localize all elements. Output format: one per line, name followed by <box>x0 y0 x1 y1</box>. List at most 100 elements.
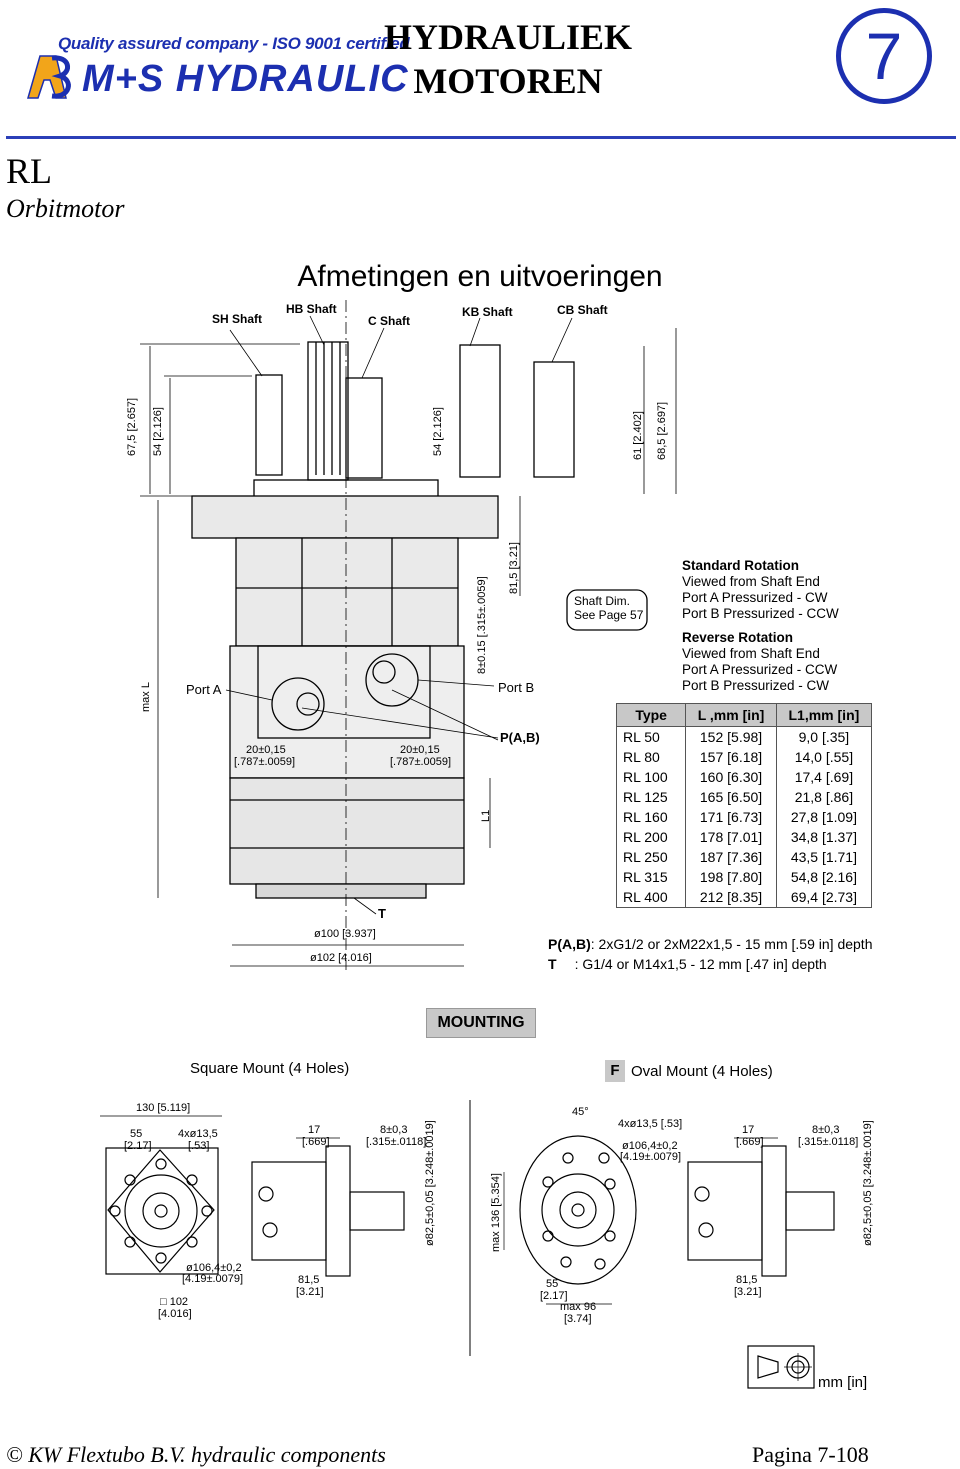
sq-dim-106-4-in: [4.19±.0079] <box>182 1273 244 1285</box>
ov-dim-max-96: max 96 <box>560 1301 597 1313</box>
sq-dim-81-5-in: [3.21] <box>296 1286 324 1298</box>
dim-20-left-in: [.787±.0059] <box>234 756 296 768</box>
cell-type: RL 80 <box>615 747 687 767</box>
mounting-heading: MOUNTING <box>426 1008 536 1038</box>
shaft-dim-note-line1: Shaft Dim. <box>574 594 631 608</box>
ov-dim-17: 17 <box>742 1124 755 1136</box>
sq-dim-130: 130 [5.119] <box>136 1102 191 1114</box>
cell-type: RL 400 <box>615 887 687 908</box>
cell-type: RL 50 <box>615 726 687 747</box>
product-type: Orbitmotor <box>6 194 125 223</box>
std-rotation-line2: Port A Pressurized - CW <box>682 590 828 605</box>
t-port-label: T <box>378 906 386 921</box>
standard-rotation-note: Standard Rotation Viewed from Shaft End … <box>682 558 839 622</box>
cell-l: 157 [6.18] <box>685 747 777 767</box>
ov-dim-55-in: [2.17] <box>540 1290 568 1302</box>
std-rotation-title: Standard Rotation <box>682 558 799 573</box>
product-model: RL <box>6 151 53 191</box>
sq-holes: 4xø13,5 <box>178 1128 218 1140</box>
shaft-dim-note-line2: See Page 57 <box>574 608 644 622</box>
cell-type: RL 200 <box>615 827 687 847</box>
cb-shaft-label: CB Shaft <box>557 303 608 317</box>
footer-company: © KW Flextubo B.V. hydraulic components <box>6 1442 386 1467</box>
page-title-line2: MOTOREN <box>413 61 603 101</box>
sq-dim-102: □ 102 <box>160 1296 189 1308</box>
cell-l: 165 [6.50] <box>685 787 777 807</box>
sq-dim-55: 55 <box>130 1128 143 1140</box>
t-port-note-label: T <box>548 956 557 972</box>
std-rotation-line3: Port B Pressurized - CCW <box>682 606 839 621</box>
sq-holes-in: [.53] <box>188 1140 210 1152</box>
reverse-rotation-note: Reverse Rotation Viewed from Shaft End P… <box>682 630 837 694</box>
ov-dim-8-in: [.315±.0118] <box>798 1136 859 1148</box>
std-rotation-line1: Viewed from Shaft End <box>682 574 820 589</box>
units-label: mm [in] <box>818 1374 868 1391</box>
chapter-badge: 7 <box>836 8 932 104</box>
cell-type: RL 315 <box>615 867 687 887</box>
p-port-note-text: : 2xG1/2 or 2xM22x1,5 - 15 mm [.59 in] d… <box>590 936 873 952</box>
header-divider <box>6 136 956 139</box>
sh-shaft-label: SH Shaft <box>212 312 263 326</box>
ov-dim-55: 55 <box>546 1278 559 1290</box>
dim-dia-102: ø102 [4.016] <box>310 952 372 964</box>
ov-holes: 4xø13,5 [.53] <box>618 1118 683 1130</box>
dim-20-right-in: [.787±.0059] <box>390 756 452 768</box>
dim-20-left: 20±0,15 <box>246 744 286 756</box>
p-port-note-label: P(A,B) <box>548 936 591 952</box>
dim-dia-100: ø100 [3.937] <box>314 928 376 940</box>
sq-dim-8-in: [.315±.0118] <box>366 1136 427 1148</box>
ov-dim-81-5-in: [3.21] <box>734 1286 762 1298</box>
cell-l1: 14,0 [.55] <box>775 747 873 767</box>
p-port-note: P(A,B): 2xG1/2 or 2xM22x1,5 - 15 mm [.59… <box>548 936 872 952</box>
cell-l1: 21,8 [.86] <box>775 787 873 807</box>
cell-l: 187 [7.36] <box>685 847 777 867</box>
cell-l1: 9,0 [.35] <box>775 726 873 747</box>
cell-l1: 34,8 [1.37] <box>775 827 873 847</box>
rev-rotation-title: Reverse Rotation <box>682 630 794 645</box>
ov-dim-8: 8±0,3 <box>812 1124 840 1136</box>
cell-l: 198 [7.80] <box>685 867 777 887</box>
kb-shaft-label: KB Shaft <box>462 305 513 319</box>
sq-dim-81-5: 81,5 <box>298 1274 320 1286</box>
sq-dim-102-in: [4.016] <box>158 1308 192 1320</box>
oval-mount-letter: F <box>605 1060 625 1082</box>
col-type: Type <box>615 703 687 727</box>
hb-shaft-label: HB Shaft <box>286 302 337 316</box>
port-b-label: Port B <box>498 680 535 695</box>
cell-type: RL 250 <box>615 847 687 867</box>
sq-dim-8: 8±0,3 <box>380 1124 408 1136</box>
col-l1: L1,mm [in] <box>775 703 873 727</box>
rev-rotation-line3: Port B Pressurized - CW <box>682 678 830 693</box>
cell-l: 152 [5.98] <box>685 726 777 747</box>
cell-type: RL 125 <box>615 787 687 807</box>
sq-dim-55-in: [2.17] <box>124 1140 152 1152</box>
sq-dim-17: 17 <box>308 1124 321 1136</box>
sq-dim-17-in: [.669] <box>302 1136 330 1148</box>
rev-rotation-line2: Port A Pressurized - CCW <box>682 662 838 677</box>
ov-angle-45: 45° <box>572 1106 589 1118</box>
sq-dim-82-5: ø82,5±0,05 [3.248±.0019] <box>424 1120 436 1246</box>
cell-l1: 17,4 [.69] <box>775 767 873 787</box>
page-title-line1: HYDRAULIEK <box>383 17 633 57</box>
t-port-note: T: G1/4 or M14x1,5 - 12 mm [.47 in] dept… <box>548 956 827 972</box>
ov-dim-17-in: [.669] <box>736 1136 764 1148</box>
p-ab-label: P(A,B) <box>500 730 540 745</box>
port-a-label: Port A <box>186 682 222 697</box>
cell-l1: 69,4 [2.73] <box>775 887 873 908</box>
square-mount-title: Square Mount (4 Holes) <box>190 1060 350 1077</box>
ov-dim-106-4-in: [4.19±.0079] <box>620 1151 682 1163</box>
ov-dim-max-136: max 136 [5.354] <box>490 1173 502 1252</box>
oval-mount-title: Oval Mount (4 Holes) <box>631 1063 773 1080</box>
cell-l: 171 [6.73] <box>685 807 777 827</box>
ov-dim-max-96-in: [3.74] <box>564 1313 592 1325</box>
